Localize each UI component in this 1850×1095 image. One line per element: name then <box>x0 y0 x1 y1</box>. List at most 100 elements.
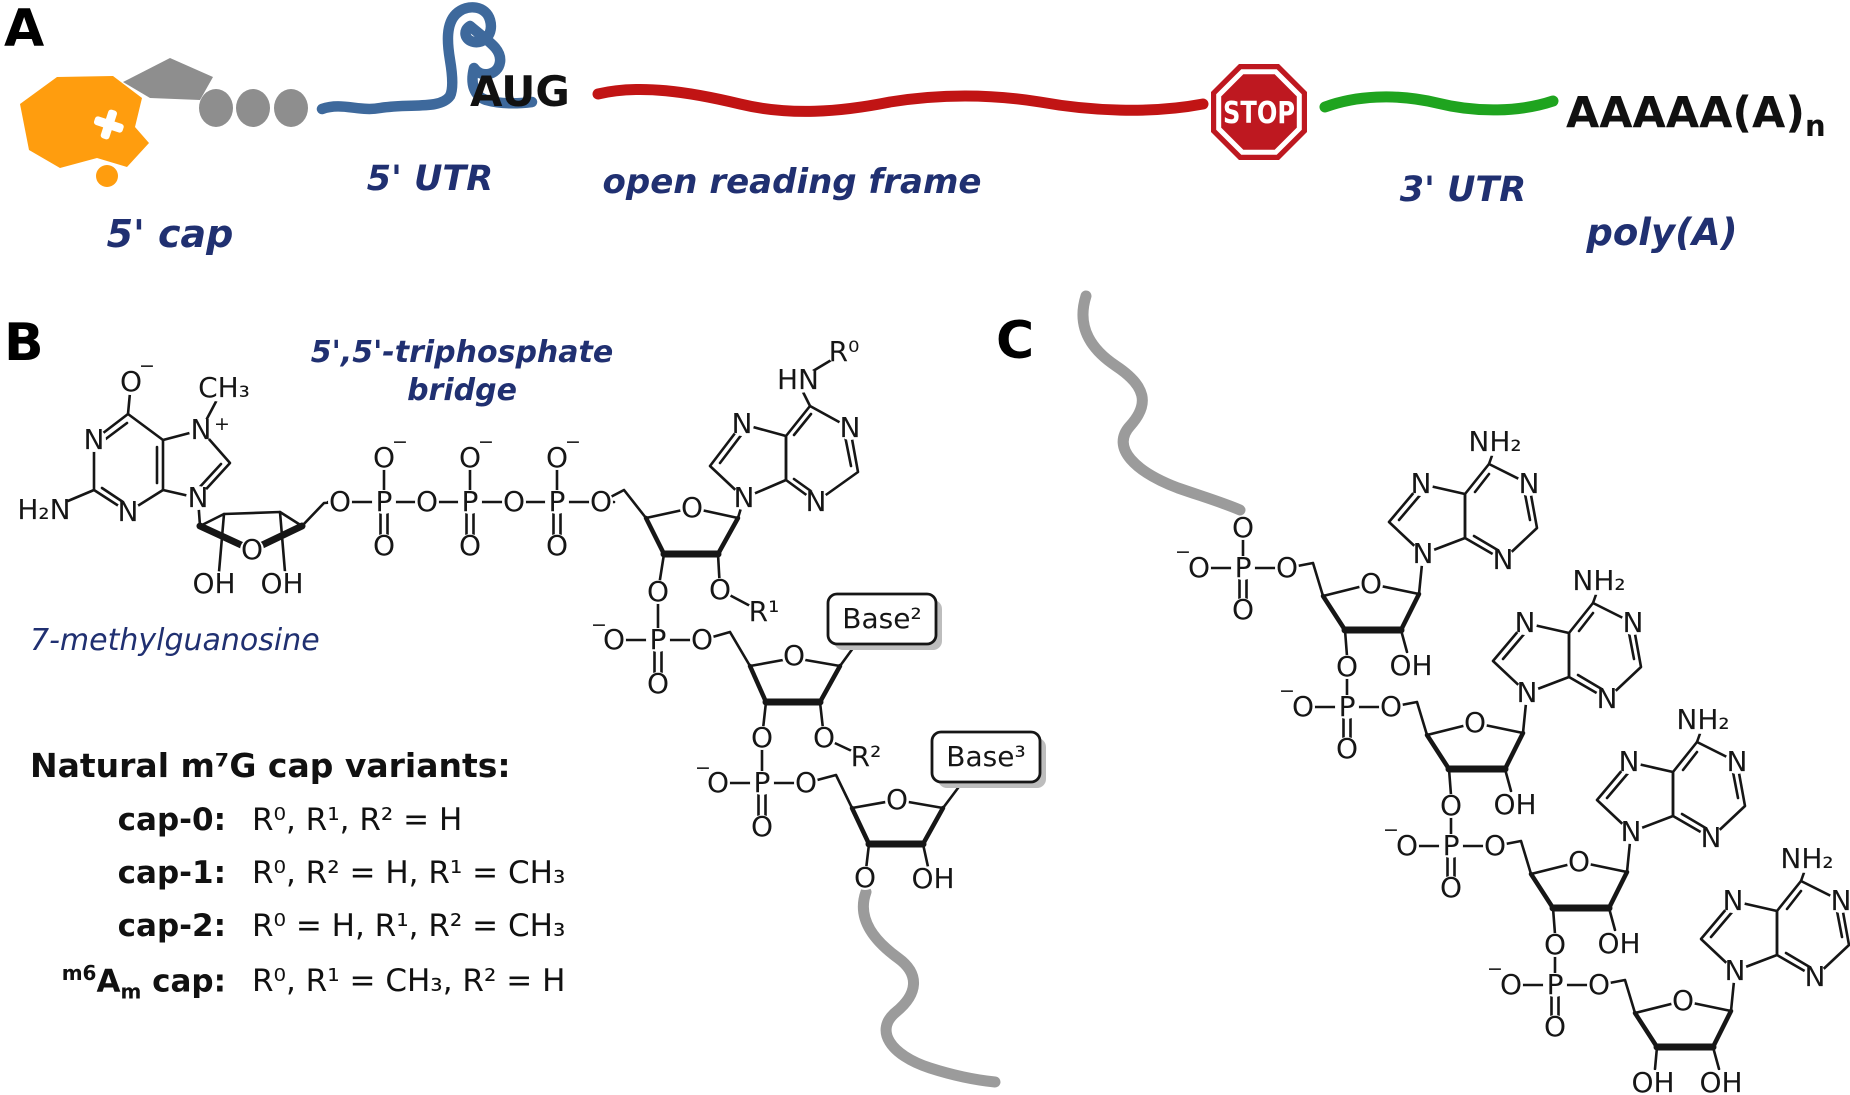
svg-text:N: N <box>840 411 861 444</box>
svg-text:O: O <box>1232 593 1254 626</box>
svg-text:P: P <box>549 485 566 518</box>
svg-text:P: P <box>1443 829 1460 862</box>
svg-text:N: N <box>1723 884 1744 917</box>
svg-text:N: N <box>1411 467 1432 500</box>
panel-c-letter: C <box>996 311 1034 371</box>
svg-text:P: P <box>754 766 771 799</box>
svg-text:OH: OH <box>1699 1066 1742 1095</box>
svg-text:O: O <box>459 529 481 562</box>
svg-text:N: N <box>118 495 139 528</box>
svg-text:O: O <box>1380 690 1402 723</box>
triphosphate-bridge-label-line2: bridge <box>407 373 517 408</box>
svg-text:O: O <box>1232 511 1254 544</box>
panel-c-polya-structure: C O O− P O O O OH N <box>996 290 1850 1095</box>
svg-text:P: P <box>650 623 667 656</box>
svg-text:+: + <box>214 413 230 435</box>
cap-dot-icon <box>96 165 118 187</box>
variant-name: cap-1: <box>117 855 226 891</box>
svg-text:NH₂: NH₂ <box>1468 425 1521 458</box>
variant-name: m6Am cap: <box>61 961 226 1004</box>
cap-variant-row-1: cap-1: R⁰, R² = H, R¹ = CH₃ <box>30 855 630 891</box>
r2-label: R² <box>851 740 882 773</box>
svg-text:O: O <box>1360 567 1382 600</box>
svg-text:O: O <box>329 485 351 518</box>
panel-b-label-masks <box>15 338 956 892</box>
svg-text:N: N <box>1701 821 1722 854</box>
cap-variants-block: Natural m⁷G cap variants: cap-0: R⁰, R¹,… <box>30 746 630 1004</box>
utr5-label: 5' UTR <box>367 159 494 199</box>
utr5-hairpin-line <box>316 2 538 115</box>
svg-text:O: O <box>813 721 835 754</box>
variant-value: R⁰, R² = H, R¹ = CH₃ <box>252 855 566 891</box>
svg-text:NH₂: NH₂ <box>1780 842 1833 875</box>
mrna-tail-squiggle <box>857 886 1001 1088</box>
svg-text:NH₂: NH₂ <box>1572 564 1625 597</box>
base3-label: Base³ <box>946 740 1025 773</box>
svg-text:O: O <box>647 575 669 608</box>
svg-text:O: O <box>416 485 438 518</box>
svg-text:N: N <box>1519 467 1540 500</box>
svg-text:O: O <box>120 365 142 398</box>
svg-text:O: O <box>1440 871 1462 904</box>
svg-text:O: O <box>681 491 703 524</box>
cap-variant-row-2: cap-2: R⁰ = H, R¹, R² = CH₃ <box>30 908 630 944</box>
svg-text:N: N <box>1515 606 1536 639</box>
svg-text:O: O <box>1276 551 1298 584</box>
variant-value: R⁰ = H, R¹, R² = CH₃ <box>252 908 566 944</box>
stop-sign-icon: STOP <box>1211 64 1307 160</box>
svg-text:P: P <box>376 485 393 518</box>
svg-text:O: O <box>1672 984 1694 1017</box>
svg-text:O: O <box>886 783 908 816</box>
svg-text:O: O <box>1464 706 1486 739</box>
cap-variants-title: Natural m⁷G cap variants: <box>30 746 511 785</box>
variant-value: R⁰, R¹ = CH₃, R² = H <box>252 963 566 1000</box>
amp-unit: O O− P O O O OH N N N N NH₂ <box>1175 425 1541 682</box>
svg-text:O: O <box>647 667 669 700</box>
svg-text:O: O <box>241 533 263 566</box>
svg-text:OH: OH <box>1389 649 1432 682</box>
svg-text:P: P <box>1339 690 1356 723</box>
stop-label: STOP <box>1223 96 1295 131</box>
svg-text:O: O <box>546 529 568 562</box>
utr3-line <box>1319 91 1559 116</box>
svg-text:−: − <box>1487 958 1503 980</box>
svg-text:O: O <box>373 529 395 562</box>
svg-text:OH: OH <box>1597 927 1640 960</box>
variant-name: cap-2: <box>117 908 226 944</box>
svg-text:O: O <box>1500 968 1522 1001</box>
r0-label: R⁰ <box>829 335 860 368</box>
svg-text:N: N <box>1831 884 1850 917</box>
svg-text:O: O <box>373 441 395 474</box>
svg-text:N: N <box>1517 676 1538 709</box>
orf-line <box>592 83 1209 117</box>
svg-text:N: N <box>1621 815 1642 848</box>
svg-text:O: O <box>503 485 525 518</box>
svg-text:N: N <box>732 407 753 440</box>
svg-text:N: N <box>1493 543 1514 576</box>
svg-text:O: O <box>1568 845 1590 878</box>
svg-text:O: O <box>751 810 773 843</box>
svg-text:O: O <box>1188 551 1210 584</box>
base2-box: Base² <box>826 592 942 650</box>
svg-text:H₂N: H₂N <box>17 493 70 526</box>
svg-text:O: O <box>854 861 876 894</box>
panel-a-mrna-schematic: A 5' UTR AUG open reading frame STOP 3' … <box>4 0 1826 256</box>
amp-unit: O O− P O O O OH N N N N NH₂ <box>1383 703 1749 960</box>
svg-text:−: − <box>1175 541 1191 563</box>
svg-text:P: P <box>462 485 479 518</box>
methylguanosine-label: 7-methylguanosine <box>30 623 320 658</box>
svg-text:−: − <box>139 355 155 377</box>
mrna-body-squiggle <box>1077 290 1246 516</box>
cap-variant-row-0: cap-0: R⁰, R¹, R² = H <box>30 802 630 838</box>
svg-text:−: − <box>591 614 607 636</box>
variant-name: cap-0: <box>117 802 226 838</box>
svg-text:N: N <box>188 481 209 514</box>
svg-text:O: O <box>1292 690 1314 723</box>
start-codon-label: AUG <box>470 67 570 116</box>
svg-text:CH₃: CH₃ <box>198 371 250 404</box>
svg-text:O: O <box>691 623 713 656</box>
panel-b-letter: B <box>4 313 44 373</box>
panel-b-atom-labels: O − CH₃ N + N H₂N N N O OH OH O P O P O … <box>17 335 954 895</box>
svg-text:OH: OH <box>192 567 235 600</box>
